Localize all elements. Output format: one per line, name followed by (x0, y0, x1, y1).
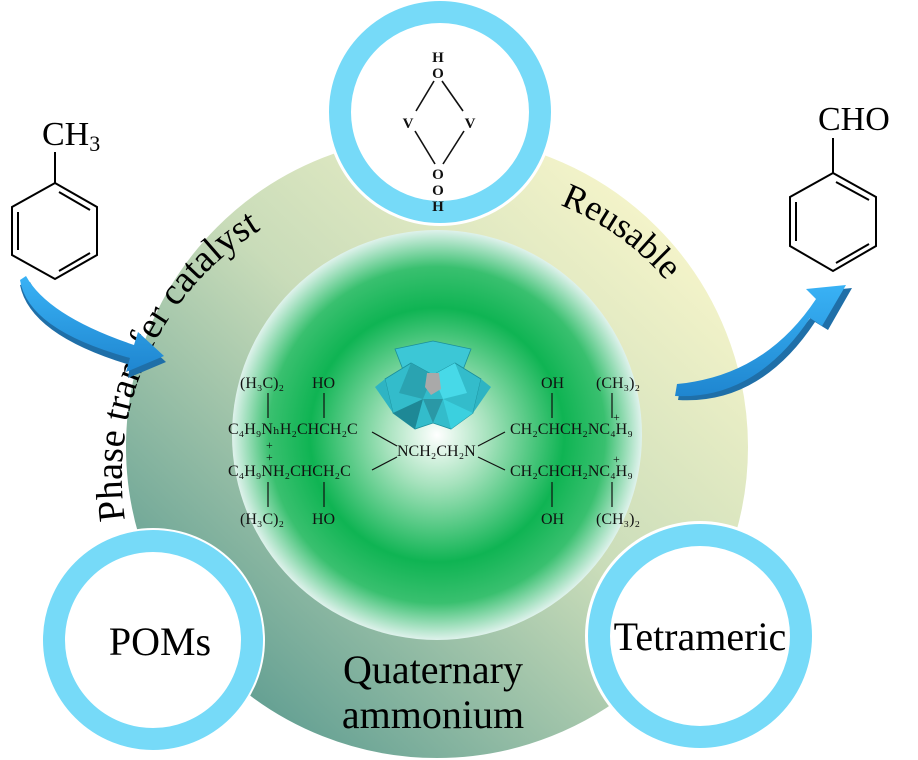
peroxo-o2: O (432, 183, 444, 199)
benzaldehyde-structure: CHO (789, 101, 890, 273)
structure-left-bonds (267, 393, 613, 507)
peroxo-bonds (414, 80, 465, 165)
peroxo-top-o: O (432, 66, 444, 82)
left-top-ho: HO (312, 375, 335, 392)
pom-cluster-icon (375, 340, 491, 430)
label-ammonium: ammonium (342, 692, 524, 737)
peroxo-top-h: H (432, 50, 444, 66)
center-chain: NCH₂CH₂N (397, 443, 476, 460)
left-top-chain: C₄H₉NₕH₂CHCH₂C (228, 421, 358, 438)
label-quaternary: Quaternary (343, 647, 523, 692)
right-top-methyl: (CH₃)₂ (596, 375, 640, 392)
peroxo-left-v: V (403, 116, 414, 132)
left-bottom-ho: HO (312, 511, 335, 528)
structure-left: (H₃C)₂ HO C₄H₉NₕH₂CHCH₂C + C₄H₉NH₂CHCH₂C… (228, 375, 358, 528)
peroxo-right-v: V (465, 116, 476, 132)
right-top-oh: OH (541, 375, 565, 392)
plus-sign: + (613, 452, 620, 466)
left-top-methyl: (H₃C)₂ (240, 375, 284, 392)
right-bottom-chain: CH₂CHCH₂NC₄H₉ (510, 463, 633, 480)
product-group: CHO (818, 101, 890, 138)
toluene-structure: CH3 (11, 116, 100, 281)
tetrameric-ring: Tetrameric (585, 521, 815, 751)
plus-sign: + (266, 450, 273, 464)
plus-sign: + (266, 438, 273, 452)
reaction-arrow-in (20, 276, 166, 378)
right-bottom-oh: OH (541, 511, 565, 528)
left-bottom-methyl: (H₃C)₂ (240, 511, 284, 528)
reactant-group: CH3 (42, 116, 100, 156)
peroxo-ring: H O V V O O H (326, 0, 554, 226)
label-poms: POMs (109, 619, 211, 664)
left-bottom-chain: C₄H₉NH₂CHCH₂C (228, 463, 351, 480)
plus-sign: + (613, 410, 620, 424)
reaction-arrow-out (675, 285, 852, 401)
label-tetrameric: Tetrameric (614, 614, 787, 659)
structure-right: OH (CH₃)₂ CH₂CHCH₂NC₄H₉ + CH₂CHCH₂NC₄H₉ … (510, 375, 640, 528)
poms-ring: POMs (41, 528, 265, 752)
peroxo-o1: O (432, 167, 444, 183)
right-top-chain: CH₂CHCH₂NC₄H₉ (510, 421, 633, 438)
right-bottom-methyl: (CH₃)₂ (596, 511, 640, 528)
green-sphere (232, 230, 642, 640)
peroxo-bottom-h: H (432, 199, 444, 215)
